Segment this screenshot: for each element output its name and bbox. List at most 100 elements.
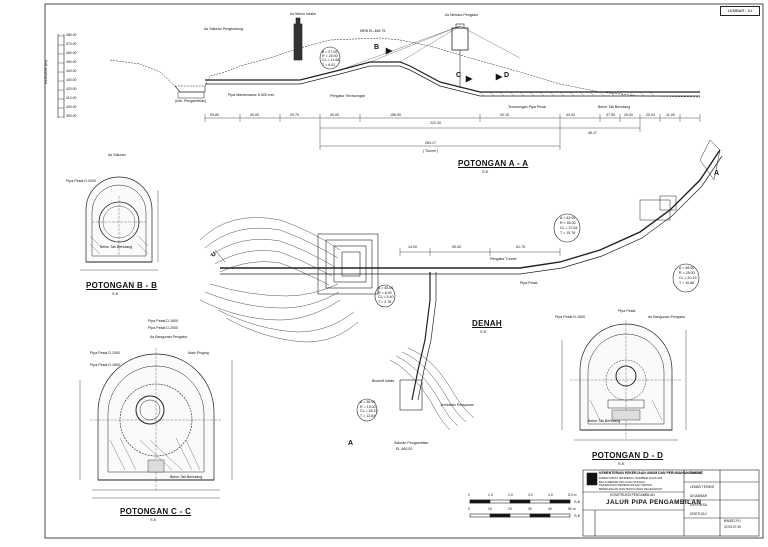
section-cc [79, 348, 233, 499]
curve-data-line: ∆ = 46.00 [679, 266, 695, 270]
label-pengambilan: (Intk. Pengambilan) [175, 99, 207, 103]
plan-label-pengatur: Pengatur Tunnel [490, 257, 517, 261]
scale-tick-label: 30 [528, 507, 532, 511]
label-as-saluran-bb: As Saluran [108, 153, 126, 157]
scale-tick-label: 40 [548, 507, 552, 511]
label-mercu: As Mercu Intake [290, 12, 316, 16]
dimension-label: 40.00 [330, 113, 339, 117]
title-potongan-dd: POTONGAN D - D [592, 451, 664, 460]
label-beton-cc: Beton Tak Bertulang [170, 475, 203, 479]
title-potongan-aa: POTONGAN A - A [458, 159, 529, 168]
title-potongan-cc: POTONGAN C - C [120, 507, 192, 516]
label-saluran: As Saluran Penghubung [204, 27, 243, 31]
label-beton-bb: Beton Tak Bertulang [100, 245, 133, 249]
scale-tick-label: 20 [508, 507, 512, 511]
scale-tick-label: 10 [488, 507, 492, 511]
scale-bar-label-2: S.K [574, 513, 581, 518]
dimension-label: 156.00 [390, 113, 401, 117]
label-beton-dd: Beton Tak Bertulang [588, 419, 621, 423]
curve-data-line: T = 6.91 [322, 62, 336, 67]
scale-tick-label: 5.0 m [568, 493, 577, 497]
tb-code: 02.05.07.05 [724, 525, 741, 529]
elevation-tick-label: 460.00 [66, 51, 77, 55]
curve-data-line: ∆ = 45.00 [378, 286, 394, 290]
curve-data-line: T = 2.76 [378, 299, 392, 304]
tb-right-head: LEMBAR [688, 471, 702, 475]
tb-sub: KONSTRUKSI PENGAMBILAN [610, 493, 655, 497]
plan-dimension-label: 90.00 [452, 245, 461, 249]
scale-bar-label-1: S.K [574, 499, 581, 504]
curve-data-line: ∆ = 28.00 [360, 400, 376, 404]
scale-bar [469, 499, 571, 518]
label-pipa-maintenance: Pipa Maintenance D.600 mm [228, 93, 275, 97]
scale-denah: S.K [480, 329, 487, 334]
plan-view [199, 46, 723, 431]
plan-dimension-label: 14.00 [408, 245, 417, 249]
elevation-tick-label: 480.00 [66, 33, 77, 37]
section-mark-c: C [456, 72, 462, 79]
dimension-label: 222.30 [430, 121, 441, 125]
label-pengisi-cc: As Bangunan Pengatur [150, 335, 188, 339]
tb-right-value: DISETUJUI [690, 512, 707, 516]
title-block-frame [582, 469, 760, 537]
label-as-pipa-dd: Pipa Pesat [618, 309, 636, 313]
tb-agency: KEMENTERIAN PEKERJAAN UMUM DAN PERUMAHAN… [599, 471, 703, 475]
tb-line: DIREKTORAT JENDERAL SUMBER DAYA AIR [599, 476, 663, 480]
scale-tick-label: 1.0 [488, 493, 493, 497]
dimension-label: 46.17 [588, 131, 597, 135]
label-pipa-d1600-cc-left: Pipa Pesat D.1600 [90, 363, 120, 367]
curve-data-line: R = 50.00 [560, 221, 576, 225]
tb-code: BWSBT-PU [724, 519, 741, 523]
curve-data-line: T = 10.66 [679, 281, 695, 285]
elevation-tick-label: 400.00 [66, 105, 77, 109]
curve-data-line: ∆ = 27.00 [322, 50, 338, 54]
scale-cc: S.K [150, 517, 157, 522]
scale-tick-label: 2.0 [508, 493, 513, 497]
curve-data-line: CL = 20.19 [679, 276, 697, 280]
label-main-pluging: Main Pluging [188, 351, 209, 355]
plan-label-jembatan: Jembatan Pelayanan [440, 403, 474, 407]
tb-line: BENDUNGAN DAN BANGUNAN PELENGKAP [599, 486, 663, 491]
curve-data-line: ∆ = 43.00 [560, 216, 576, 220]
dimension-label: 37.95 [606, 113, 615, 117]
scale-dd: S.K [618, 461, 625, 466]
dimension-label: 11.00 [666, 113, 675, 117]
label-mrb: MRB EL.486.75 [360, 29, 386, 33]
tb-right-value: DIPERIKSA [690, 503, 708, 507]
label-pipa-d2000-bb: Pipa Pesat D.2000 [66, 179, 96, 183]
curve-data-line: T = 12.84 [360, 413, 376, 418]
label-pengatur-terowongan: Pengatur Terowongan [330, 94, 366, 98]
scale-tick-label: 3.0 [528, 493, 533, 497]
dimension-label: 29.80 [210, 113, 219, 117]
tb-drawing-title: JALUR PIPA PENGAMBILAN [606, 499, 702, 506]
tb-line: PEKERJAAN PERENCANAAN TEKNIS [599, 483, 653, 488]
elevation-tick-label: 430.00 [66, 78, 77, 82]
elevation-tick-label: 440.00 [66, 69, 77, 73]
curve-data-line: R = 25.00 [679, 271, 695, 275]
scale-tick-label: 0 [468, 507, 470, 511]
dimension-label: 43.00 [566, 113, 575, 117]
tb-right-value: LEMAR TEKNISI [690, 485, 715, 489]
tb-right-value: DIGAMBAR [690, 494, 708, 498]
plan-label-elevation: EL.460.00 [396, 447, 413, 451]
title-potongan-bb: POTONGAN B - B [86, 281, 158, 290]
section-mark-a-plan: A [348, 440, 354, 447]
curve-data-line: R = 20.00 [322, 54, 338, 59]
dimension-label: 25.00 [624, 113, 633, 117]
elevation-axis-label: ELEVASI (m) [42, 60, 48, 84]
curve-data-line: CL = 11.68 [322, 58, 340, 63]
elevation-tick-label: 410.00 [66, 96, 77, 100]
elevation-tick-label: 450.00 [66, 60, 77, 64]
plan-label-pipa: Pipa Pesat [520, 281, 538, 285]
scale-aa: S.K [482, 169, 489, 174]
elevation-tick-label: 470.00 [66, 42, 77, 46]
label-beton-tak: Beton Tak Bertulang [598, 105, 631, 109]
label-pipa-d2000-cc-left: Pipa Pesat D.2000 [90, 351, 120, 355]
